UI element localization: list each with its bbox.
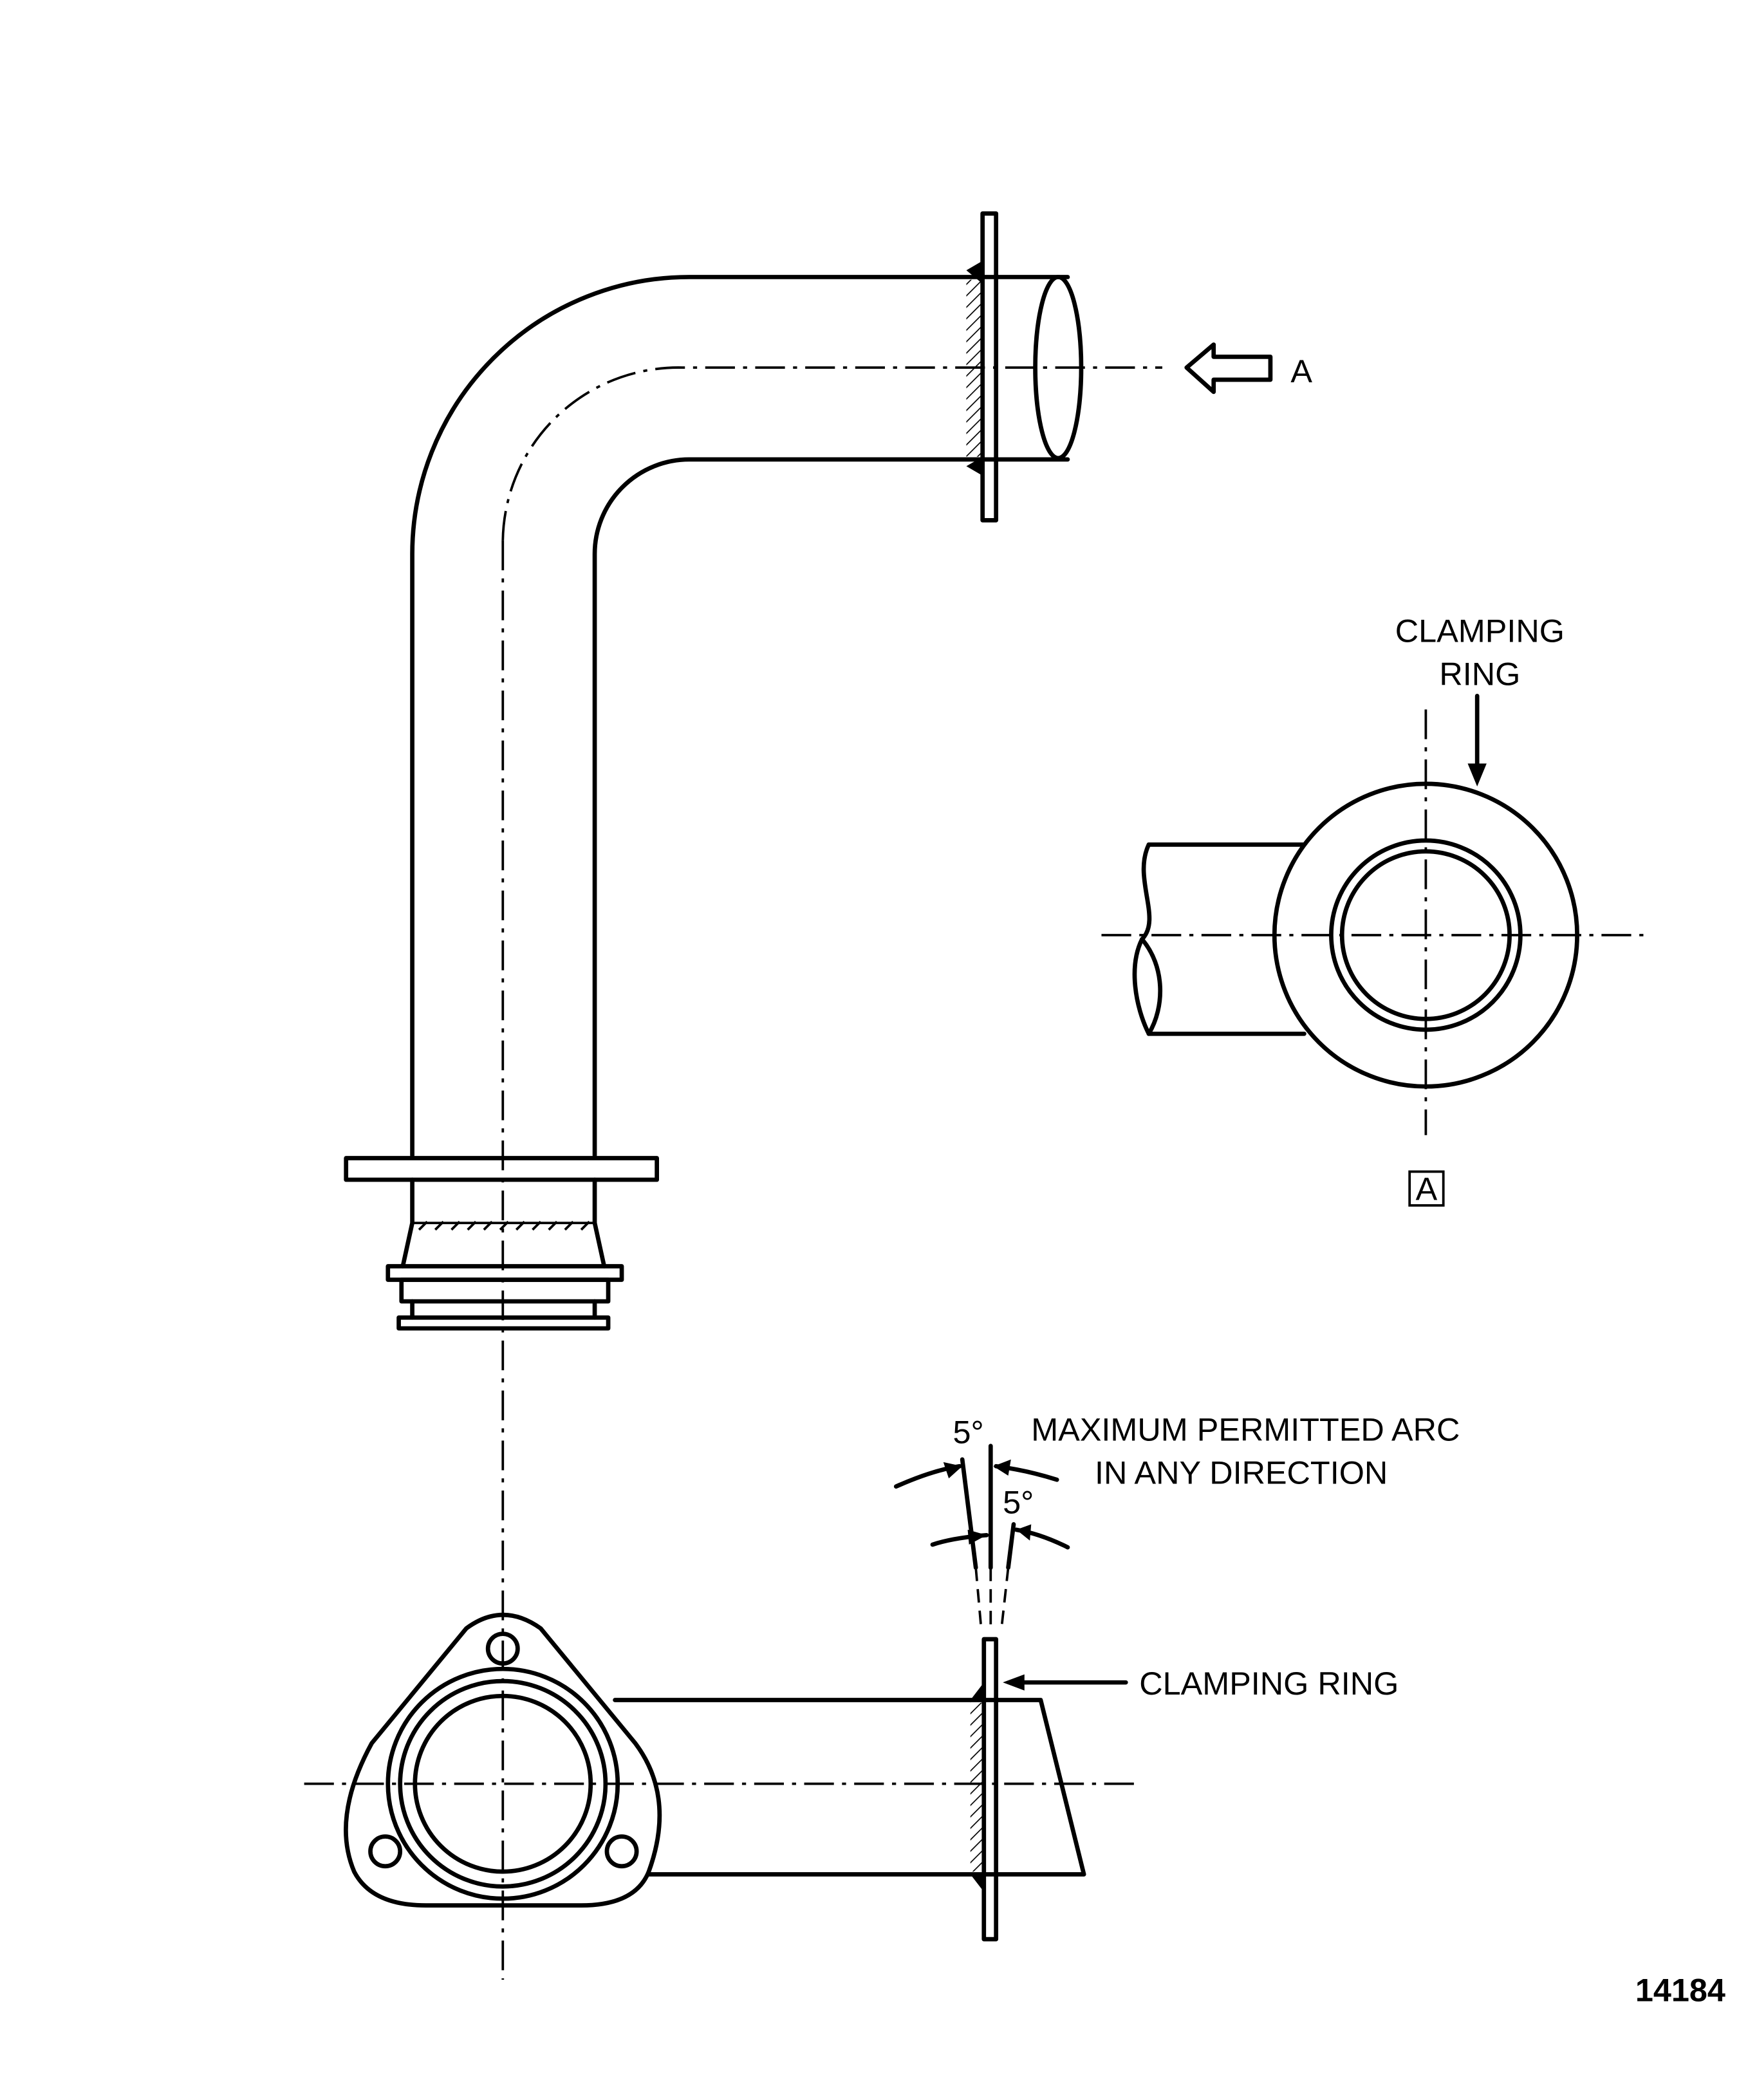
clamping-ring-label-top-2: RING [1439,656,1520,692]
figure-number: 14184 [1635,1972,1725,2009]
pipe-flange-fitting [344,540,660,1980]
plan-view: 5° 5° MAXIMUM PERMITTED ARC IN ANY DIREC… [304,1411,1460,1942]
arrow-left-icon [1003,1674,1025,1691]
arc-note-line-2: IN ANY DIRECTION [1095,1454,1388,1491]
elbow-pipe: A [410,211,1312,1158]
top-flange [980,211,999,523]
angle-label-2: 5° [1003,1484,1034,1521]
clamping-ring-label-top-1: CLAMPING [1395,612,1565,649]
clamping-ring-label-bottom: CLAMPING RING [1139,1665,1399,1702]
arrow-down-icon [1467,763,1487,787]
pipe-end [1033,275,1084,461]
view-arrow-label: A [1290,353,1312,389]
view-a-end-view: CLAMPING RING A [1101,612,1649,1207]
view-marker-label: A [1416,1171,1438,1207]
arc-note-line-1: MAXIMUM PERMITTED ARC [1031,1411,1460,1447]
weld-hatch [966,279,983,457]
clamping-ring [981,1637,999,1942]
view-arrow-icon [1184,342,1273,395]
angle-label-1: 5° [953,1414,983,1451]
view-marker-box [1408,1170,1445,1207]
